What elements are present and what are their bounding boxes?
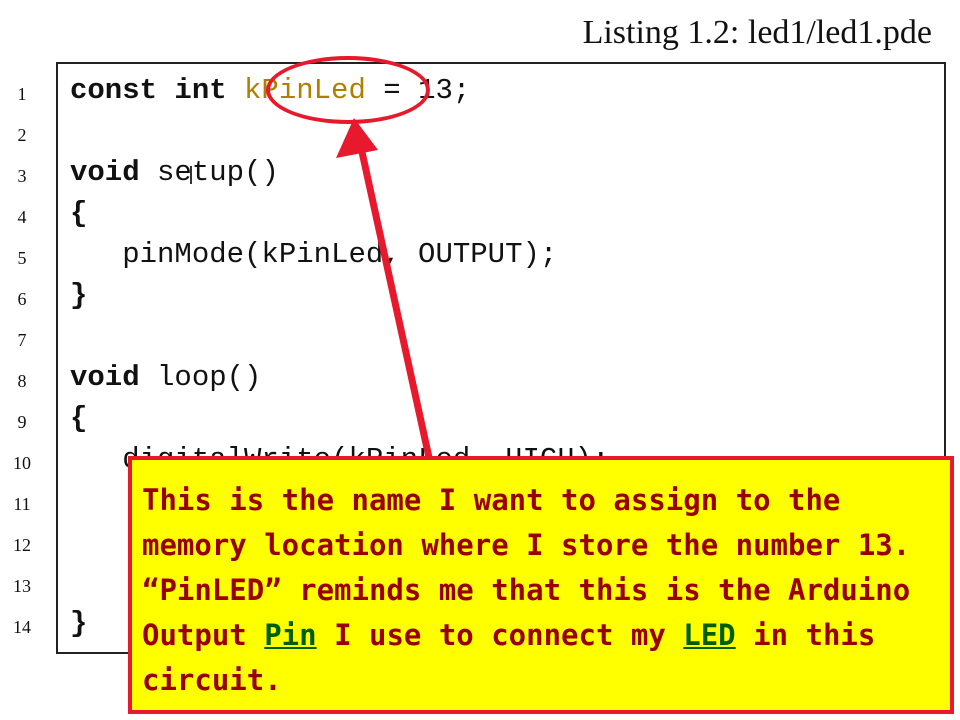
line-number: 1 <box>17 84 27 104</box>
callout-underlined-led: LED <box>683 618 736 652</box>
callout-box: This is the name I want to assign to the… <box>128 456 954 714</box>
callout-text-part: in this circuit. <box>142 618 876 697</box>
line-number: 7 <box>17 330 27 350</box>
code-line-5: pinMode(kPinLed, OUTPUT); <box>70 238 557 272</box>
line-number: 3 <box>17 166 27 186</box>
code-line-9: { <box>70 402 87 436</box>
callout-text-part: I use to connect my <box>316 618 684 652</box>
code-text: pinMode(kPinLed, OUTPUT); <box>70 238 558 271</box>
code-line-4: { <box>70 197 87 231</box>
code-keyword: void <box>70 361 140 394</box>
line-number: 5 <box>17 248 27 268</box>
line-number: 4 <box>17 207 27 227</box>
code-text: loop() <box>139 361 262 394</box>
code-text: } <box>70 607 88 640</box>
line-number: 14 <box>13 617 31 637</box>
callout-underlined-pin: Pin <box>264 618 317 652</box>
line-number: 2 <box>17 125 27 145</box>
code-line-8: void loop() <box>70 361 261 395</box>
code-line-6: } <box>70 279 87 313</box>
line-number: 9 <box>17 412 27 432</box>
code-text: } <box>70 279 88 312</box>
highlight-ellipse <box>266 56 430 124</box>
line-number: 12 <box>13 535 31 555</box>
line-number: 10 <box>13 453 31 473</box>
top-rule <box>56 62 946 64</box>
code-line-14: } <box>70 607 87 641</box>
callout-text-part: This is the name I want to assign to the… <box>142 483 911 652</box>
code-keyword: void <box>70 156 140 189</box>
line-number: 6 <box>17 289 27 309</box>
code-keyword: const int <box>70 74 245 107</box>
callout-text: This is the name I want to assign to the… <box>142 478 952 703</box>
code-text: setup() <box>139 156 279 189</box>
text-cursor-icon <box>190 166 192 184</box>
line-number: 11 <box>13 494 31 514</box>
code-text: { <box>70 197 88 230</box>
line-number: 13 <box>13 576 31 596</box>
listing-caption: Listing 1.2: led1/led1.pde <box>582 14 932 51</box>
code-text: { <box>70 402 88 435</box>
line-number: 8 <box>17 371 27 391</box>
code-line-3: void setup() <box>70 156 279 190</box>
